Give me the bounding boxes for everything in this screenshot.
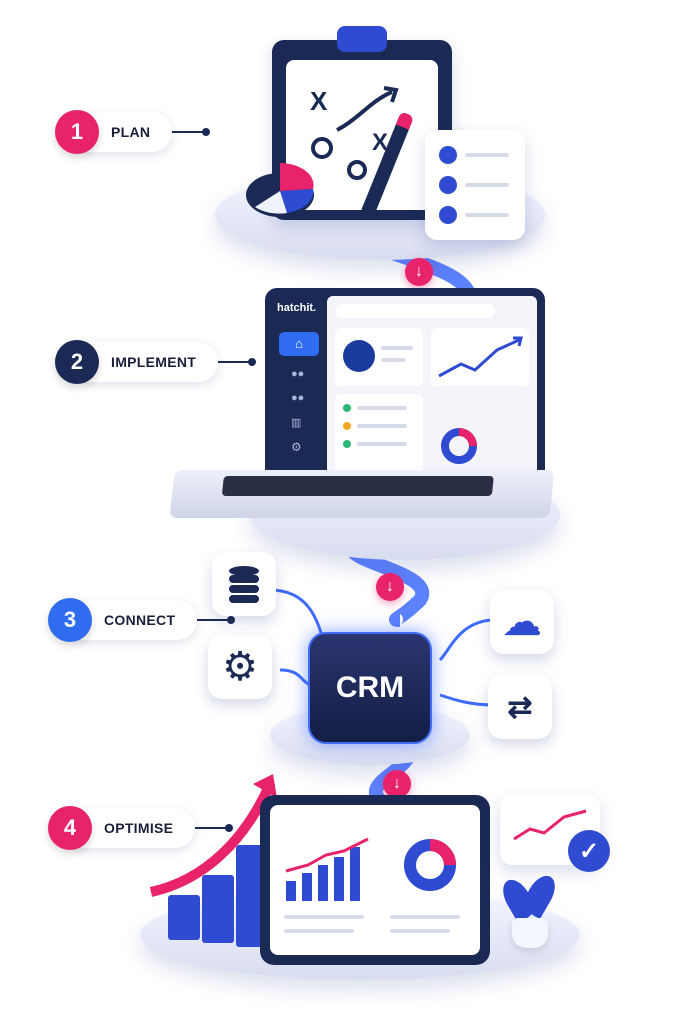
gear-tile: ⚙ xyxy=(208,635,272,699)
checklist-card xyxy=(425,130,525,240)
clipboard-clip xyxy=(337,26,387,52)
tablet xyxy=(260,795,490,965)
bar-line-chart-icon xyxy=(285,837,369,901)
step-number-badge: 4 xyxy=(48,806,92,850)
connector-line xyxy=(197,616,236,624)
reports-icon: ▥ xyxy=(291,417,302,429)
connector-line xyxy=(172,128,211,136)
step-implement: 2 IMPLEMENT xyxy=(55,340,257,384)
swap-arrows-icon: ⇄ xyxy=(507,690,533,724)
step-label: CONNECT xyxy=(78,600,198,640)
step-connect: 3 CONNECT xyxy=(48,598,236,642)
down-arrow-icon: ↓ xyxy=(405,258,433,286)
tablet-screen xyxy=(270,805,480,955)
settings-icon: ⚙ xyxy=(291,440,302,454)
svg-text:X: X xyxy=(372,129,388,156)
step-label: PLAN xyxy=(85,112,173,152)
step-label: OPTIMISE xyxy=(78,808,196,848)
laptop-screen: hatchit. ⌂ ●● ●● ▥ ⚙ xyxy=(265,288,545,488)
home-icon: ⌂ xyxy=(279,332,319,356)
pie-chart-icon xyxy=(246,163,314,217)
crm-hub: CRM xyxy=(308,632,432,744)
brand-logo: hatchit. xyxy=(277,302,317,314)
svg-text:X: X xyxy=(310,86,328,116)
strategy-sketch-icon: X X xyxy=(310,86,399,180)
search-bar xyxy=(335,304,495,318)
step-plan: 1 PLAN xyxy=(55,110,211,154)
connector-line xyxy=(218,358,257,366)
donut-chart-icon xyxy=(441,428,477,464)
down-arrow-icon: ↓ xyxy=(383,770,411,798)
trend-line-icon xyxy=(513,809,587,841)
cloud-icon: ☁ xyxy=(502,600,542,644)
sync-tile: ⇄ xyxy=(488,675,552,739)
avatar xyxy=(343,340,375,372)
check-icon xyxy=(439,206,457,224)
donut-chart-icon xyxy=(404,839,456,891)
users-icon: ●● xyxy=(291,368,305,380)
bar-3d xyxy=(202,875,234,943)
database-tile xyxy=(212,552,276,616)
checkmark-badge-icon: ✓ xyxy=(568,830,610,872)
step-optimise: 4 OPTIMISE xyxy=(48,806,234,850)
gear-icon: ⚙ xyxy=(222,645,258,689)
cloud-tile: ☁ xyxy=(490,590,554,654)
down-arrow-icon: ↓ xyxy=(376,573,404,601)
laptop-dashboard xyxy=(327,296,537,480)
list-card xyxy=(335,394,423,472)
trend-chart-icon xyxy=(431,328,529,386)
step-label: IMPLEMENT xyxy=(85,342,219,382)
profile-card xyxy=(335,328,423,386)
step-number-badge: 3 xyxy=(48,598,92,642)
laptop-sidebar: hatchit. ⌂ ●● ●● ▥ ⚙ xyxy=(273,296,325,480)
plant-icon xyxy=(497,870,561,950)
check-icon xyxy=(439,146,457,164)
step-number-badge: 1 xyxy=(55,110,99,154)
check-icon xyxy=(439,176,457,194)
step-number-badge: 2 xyxy=(55,340,99,384)
database-icon xyxy=(229,566,259,603)
connector-line xyxy=(195,824,234,832)
contacts-icon: ●● xyxy=(291,392,305,404)
bar-3d xyxy=(168,895,200,940)
